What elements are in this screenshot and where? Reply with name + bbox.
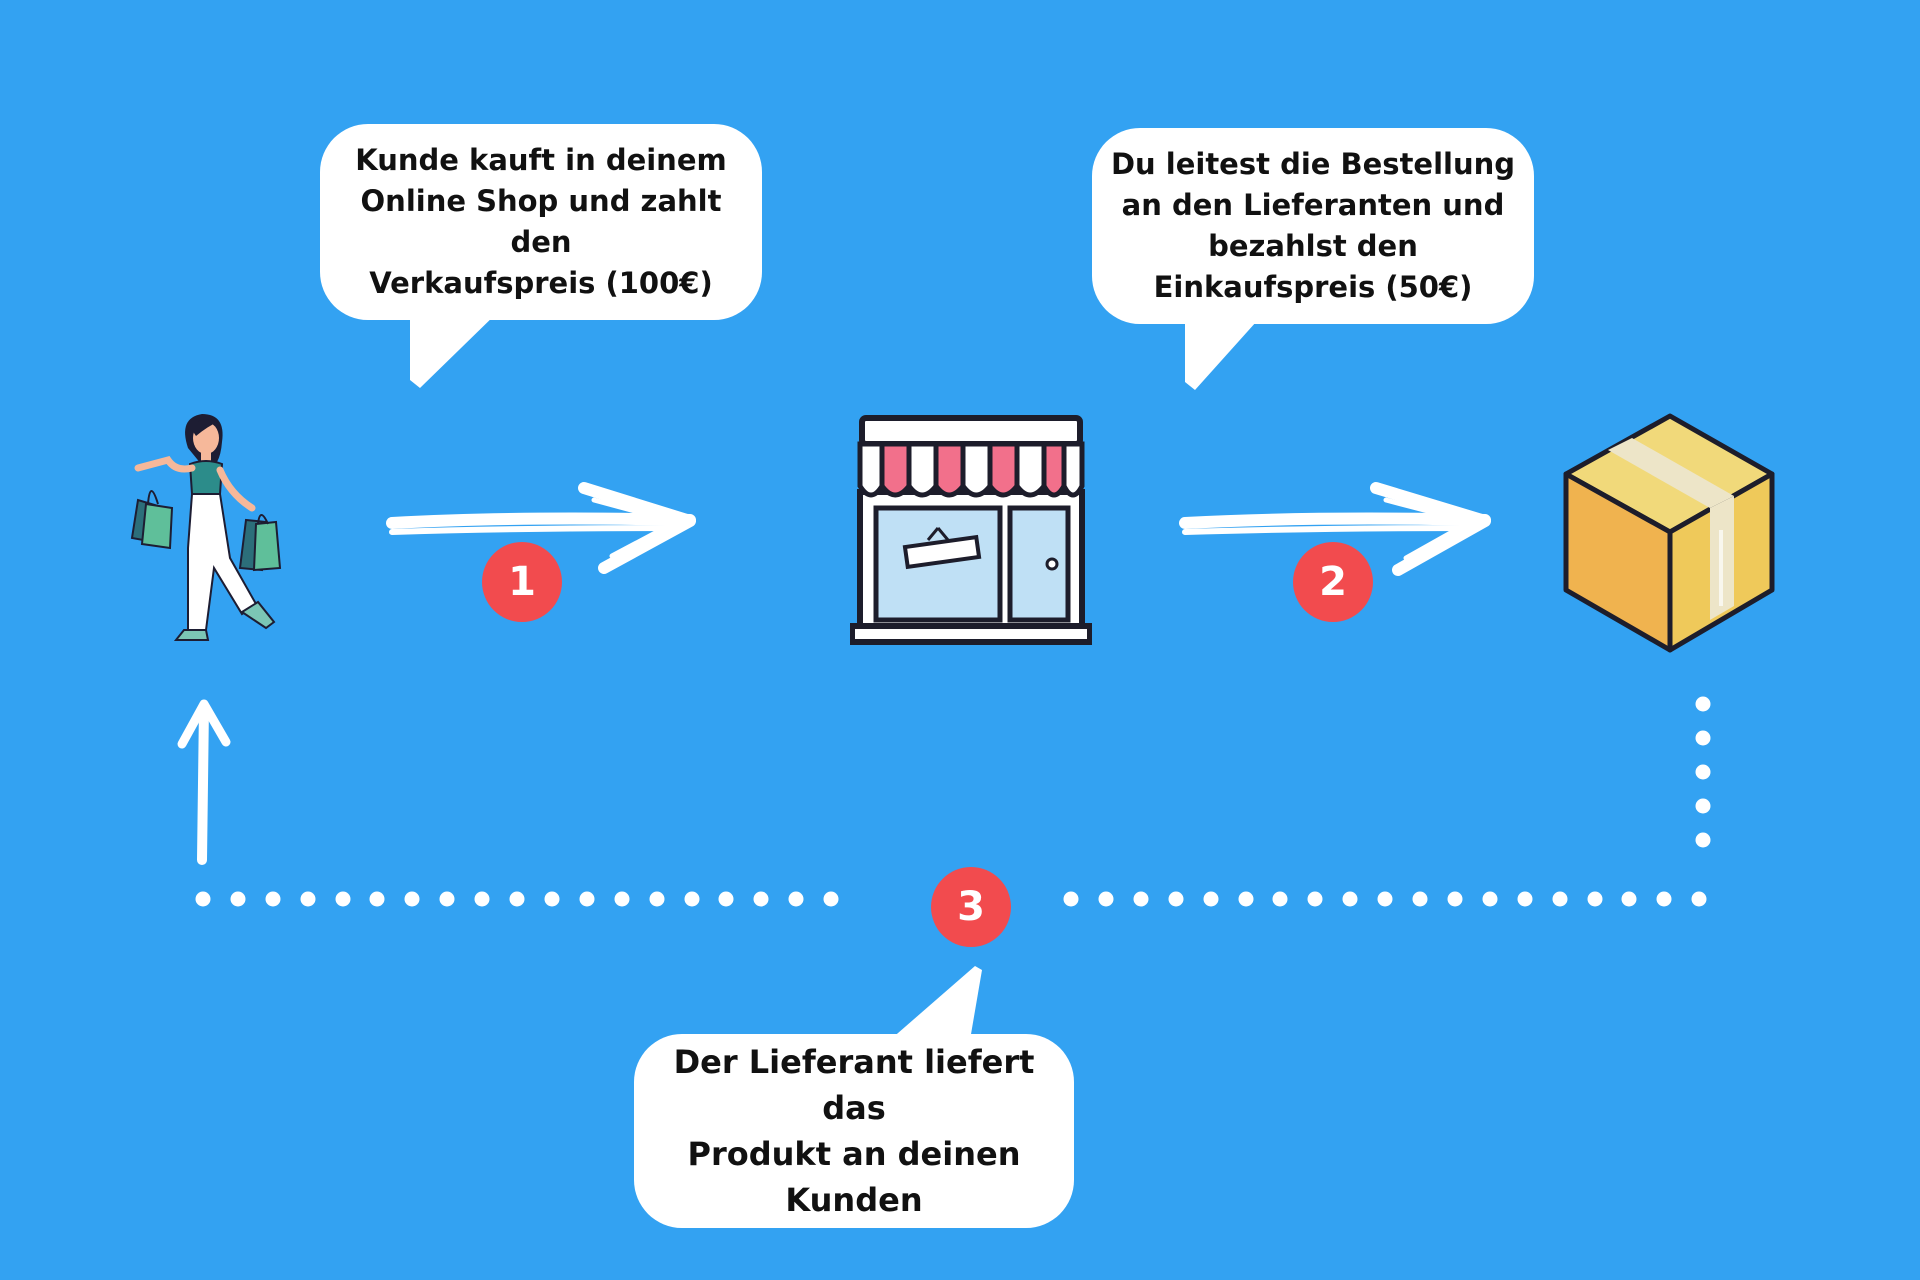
- path-dot: [1238, 891, 1254, 907]
- path-dot: [1695, 764, 1711, 780]
- path-dot: [335, 891, 351, 907]
- step-2-badge: 2: [1293, 542, 1373, 622]
- path-dot: [1203, 891, 1219, 907]
- path-dot: [439, 891, 455, 907]
- path-dot: [1656, 891, 1672, 907]
- path-dot: [509, 891, 525, 907]
- path-dot: [404, 891, 420, 907]
- path-dot: [823, 891, 839, 907]
- path-dot: [1063, 891, 1079, 907]
- path-dot: [718, 891, 734, 907]
- cardboard-box-icon: [1563, 413, 1775, 653]
- path-dot: [1482, 891, 1498, 907]
- path-dot: [1552, 891, 1568, 907]
- path-dot: [369, 891, 385, 907]
- storefront-icon: [850, 415, 1092, 645]
- step-2-bubble: Du leitest die Bestellung an den Liefera…: [1092, 128, 1534, 324]
- path-dot: [579, 891, 595, 907]
- path-dot: [474, 891, 490, 907]
- path-dot: [1133, 891, 1149, 907]
- path-dot: [300, 891, 316, 907]
- path-dot: [1168, 891, 1184, 907]
- step-3-bubble: Der Lieferant liefert das Produkt an dei…: [634, 1034, 1074, 1228]
- path-dot: [1695, 832, 1711, 848]
- path-dot: [1307, 891, 1323, 907]
- return-arrow: [177, 699, 231, 865]
- step-3-badge: 3: [931, 867, 1011, 947]
- path-dot: [1517, 891, 1533, 907]
- path-dot: [1447, 891, 1463, 907]
- path-dot: [1342, 891, 1358, 907]
- bubble-1-tail: [410, 310, 500, 388]
- path-dot: [1695, 696, 1711, 712]
- bubble-3-tail: [890, 966, 982, 1040]
- path-dot: [684, 891, 700, 907]
- path-dot: [614, 891, 630, 907]
- path-dot: [1587, 891, 1603, 907]
- path-dot: [788, 891, 804, 907]
- path-dot: [1691, 891, 1707, 907]
- path-dot: [1695, 798, 1711, 814]
- bubble-2-tail: [1185, 312, 1265, 390]
- arrow-1: [386, 482, 696, 574]
- path-dot: [1272, 891, 1288, 907]
- path-dot: [1695, 730, 1711, 746]
- arrow-2: [1179, 482, 1491, 576]
- dotted-return-path: [195, 696, 1711, 907]
- step-1-bubble: Kunde kauft in deinem Online Shop und za…: [320, 124, 762, 320]
- path-dot: [544, 891, 560, 907]
- step-1-badge: 1: [482, 542, 562, 622]
- path-dot: [753, 891, 769, 907]
- path-dot: [195, 891, 211, 907]
- path-dot: [649, 891, 665, 907]
- path-dot: [1412, 891, 1428, 907]
- path-dot: [1098, 891, 1114, 907]
- path-dot: [1621, 891, 1637, 907]
- shopping-woman-icon: [130, 414, 282, 641]
- path-dot: [265, 891, 281, 907]
- path-dot: [1377, 891, 1393, 907]
- path-dot: [230, 891, 246, 907]
